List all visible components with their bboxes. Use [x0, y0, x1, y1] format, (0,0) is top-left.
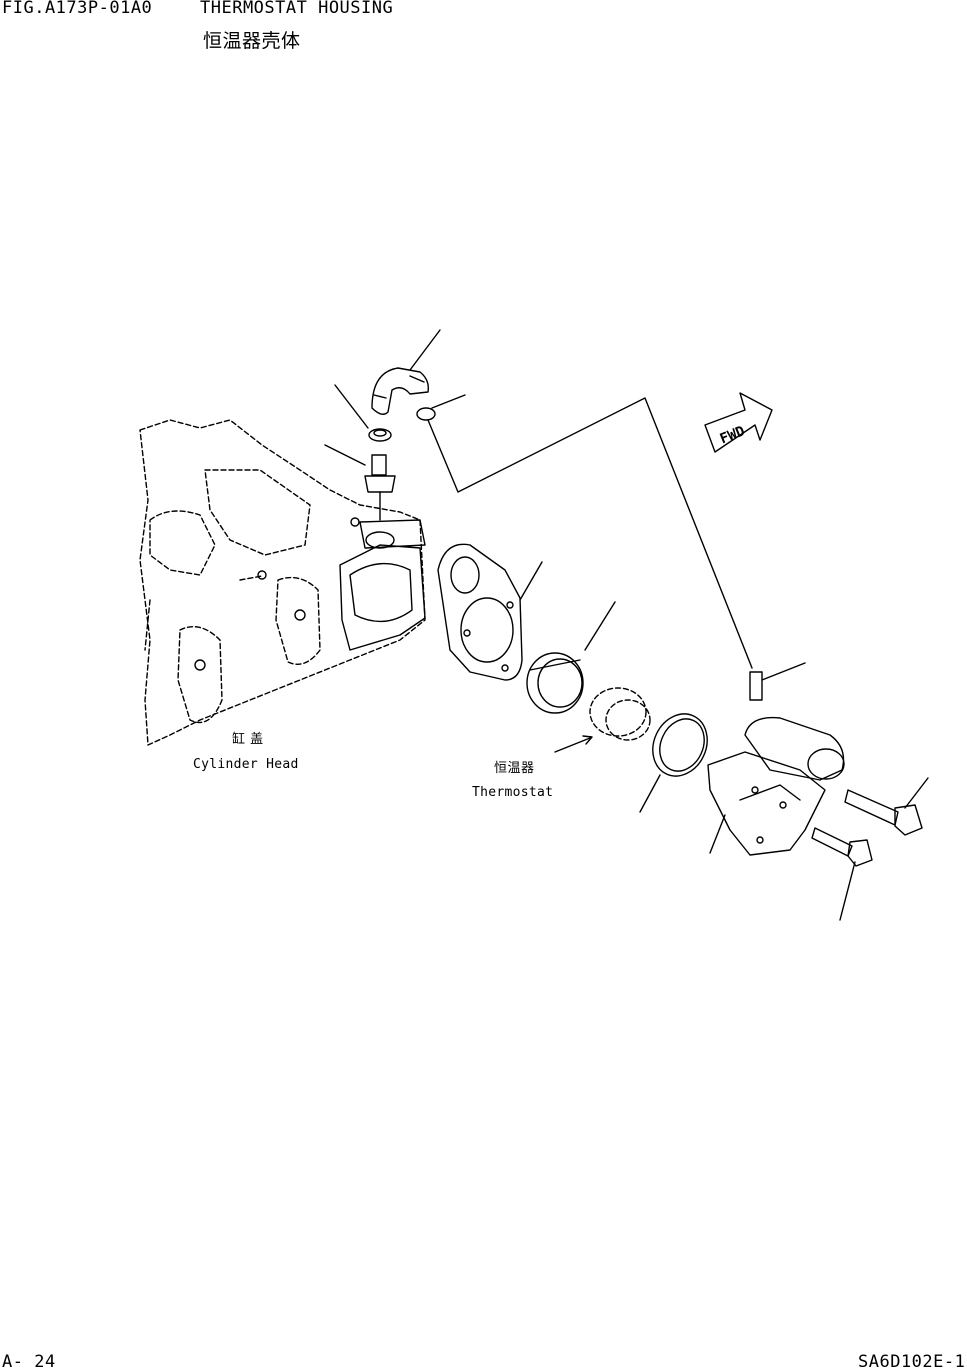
hose-clamp-drawing	[334, 384, 466, 442]
cylinder-head-label-cn: 缸 盖	[232, 732, 264, 747]
seal-ring-drawing	[526, 601, 616, 714]
thermostat-drawing	[554, 687, 651, 753]
cylinder-head-drawing	[139, 419, 426, 746]
document-code: SA6D102E-1	[858, 1352, 966, 1372]
fwd-arrow-label: FWD	[718, 423, 747, 447]
page-number: A- 24	[2, 1352, 56, 1372]
leader-line-fitting	[427, 397, 753, 669]
thermostat-label-en: Thermostat	[472, 785, 554, 800]
figure-title: THERMOSTAT HOUSING	[200, 0, 394, 18]
o-ring-drawing	[639, 713, 708, 813]
figure-subtitle: 恒温器壳体	[203, 30, 301, 52]
temperature-sensor-drawing	[324, 444, 396, 521]
gasket-plate-drawing	[437, 543, 543, 681]
thermostat-label-cn: 恒温器	[494, 761, 535, 776]
thermostat-housing-drawing	[707, 662, 845, 856]
cylinder-head-label-en: Cylinder Head	[193, 757, 299, 772]
bypass-hose-drawing	[371, 329, 441, 415]
fwd-arrow	[704, 392, 773, 453]
figure-code: FIG.A173P-01A0	[2, 0, 153, 18]
bolts-drawing	[811, 777, 929, 921]
